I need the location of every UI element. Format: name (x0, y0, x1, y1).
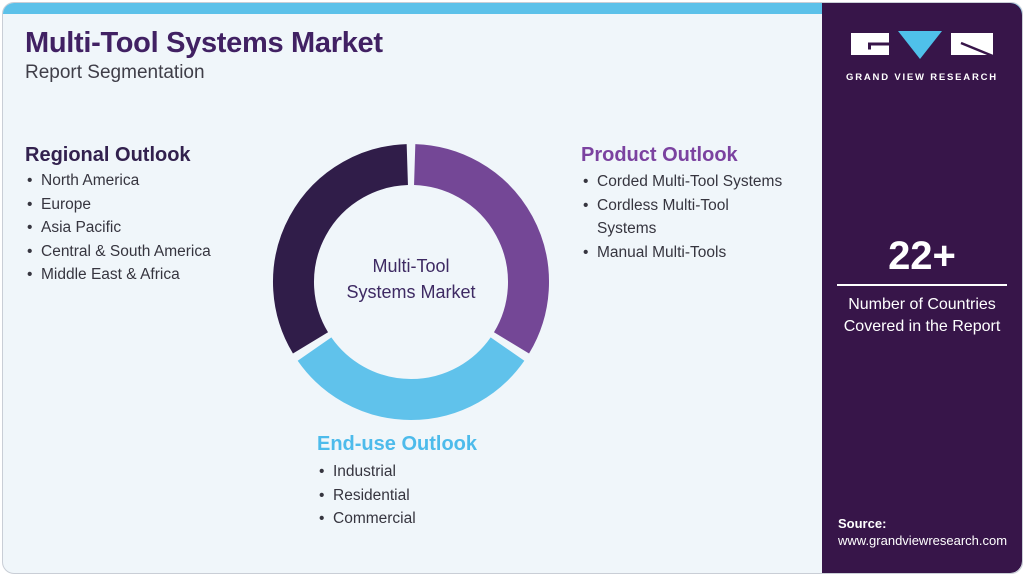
logo-r-cut (960, 41, 995, 58)
list-item: Cordless Multi-Tool Systems (581, 194, 787, 241)
enduse-outlook-list: IndustrialResidentialCommercial (317, 460, 517, 531)
gvr-logo-icon (851, 31, 995, 59)
donut-segment-regional-outlook (273, 144, 409, 354)
list-item: Industrial (317, 460, 517, 484)
donut-segment-product-outlook (413, 144, 549, 354)
logo-r-block (951, 33, 993, 55)
logo-g-cut (868, 42, 889, 46)
page-title: Multi-Tool Systems Market (25, 27, 383, 59)
stat-value: 22+ (888, 234, 956, 278)
logo-brand-text: GRAND VIEW RESEARCH (846, 72, 998, 83)
top-accent-bar (3, 3, 1022, 14)
product-outlook-list: Corded Multi-Tool SystemsCordless Multi-… (581, 170, 787, 264)
list-item: Corded Multi-Tool Systems (581, 170, 787, 194)
list-item: Asia Pacific (25, 216, 285, 240)
list-item: North America (25, 169, 285, 193)
donut-segment-end-use-outlook (297, 336, 525, 420)
segmentation-donut-chart (273, 144, 549, 420)
source-label: Source: (838, 516, 887, 531)
list-item: Manual Multi-Tools (581, 241, 787, 265)
stat-label: Number of Countries Covered in the Repor… (843, 296, 1001, 335)
sidebar: GRAND VIEW RESEARCH 22+ Number of Countr… (822, 3, 1022, 573)
list-item: Commercial (317, 507, 517, 531)
stat-divider (837, 284, 1007, 286)
donut-center-label: Multi-Tool Systems Market (311, 253, 511, 305)
logo-v-triangle (898, 31, 942, 59)
enduse-outlook-heading: End-use Outlook (317, 433, 477, 455)
donut-center-label-line1: Multi-Tool (372, 256, 450, 276)
logo-g-cut2 (868, 42, 871, 50)
list-item: Middle East & Africa (25, 263, 285, 287)
list-item: Central & South America (25, 240, 285, 264)
list-item: Residential (317, 484, 517, 508)
source-block: Source: www.grandviewresearch.com (838, 515, 1007, 549)
regional-outlook-heading: Regional Outlook (25, 144, 191, 166)
list-item: Europe (25, 193, 285, 217)
donut-center-label-line2: Systems Market (346, 282, 476, 302)
source-url: www.grandviewresearch.com (838, 533, 1008, 548)
countries-stat: 22+ Number of Countries Covered in the R… (822, 235, 1022, 337)
gvr-logo: GRAND VIEW RESEARCH (822, 29, 1022, 83)
page-subtitle: Report Segmentation (25, 62, 205, 83)
regional-outlook-list: North AmericaEuropeAsia PacificCentral &… (25, 169, 285, 287)
product-outlook-heading: Product Outlook (581, 144, 738, 166)
